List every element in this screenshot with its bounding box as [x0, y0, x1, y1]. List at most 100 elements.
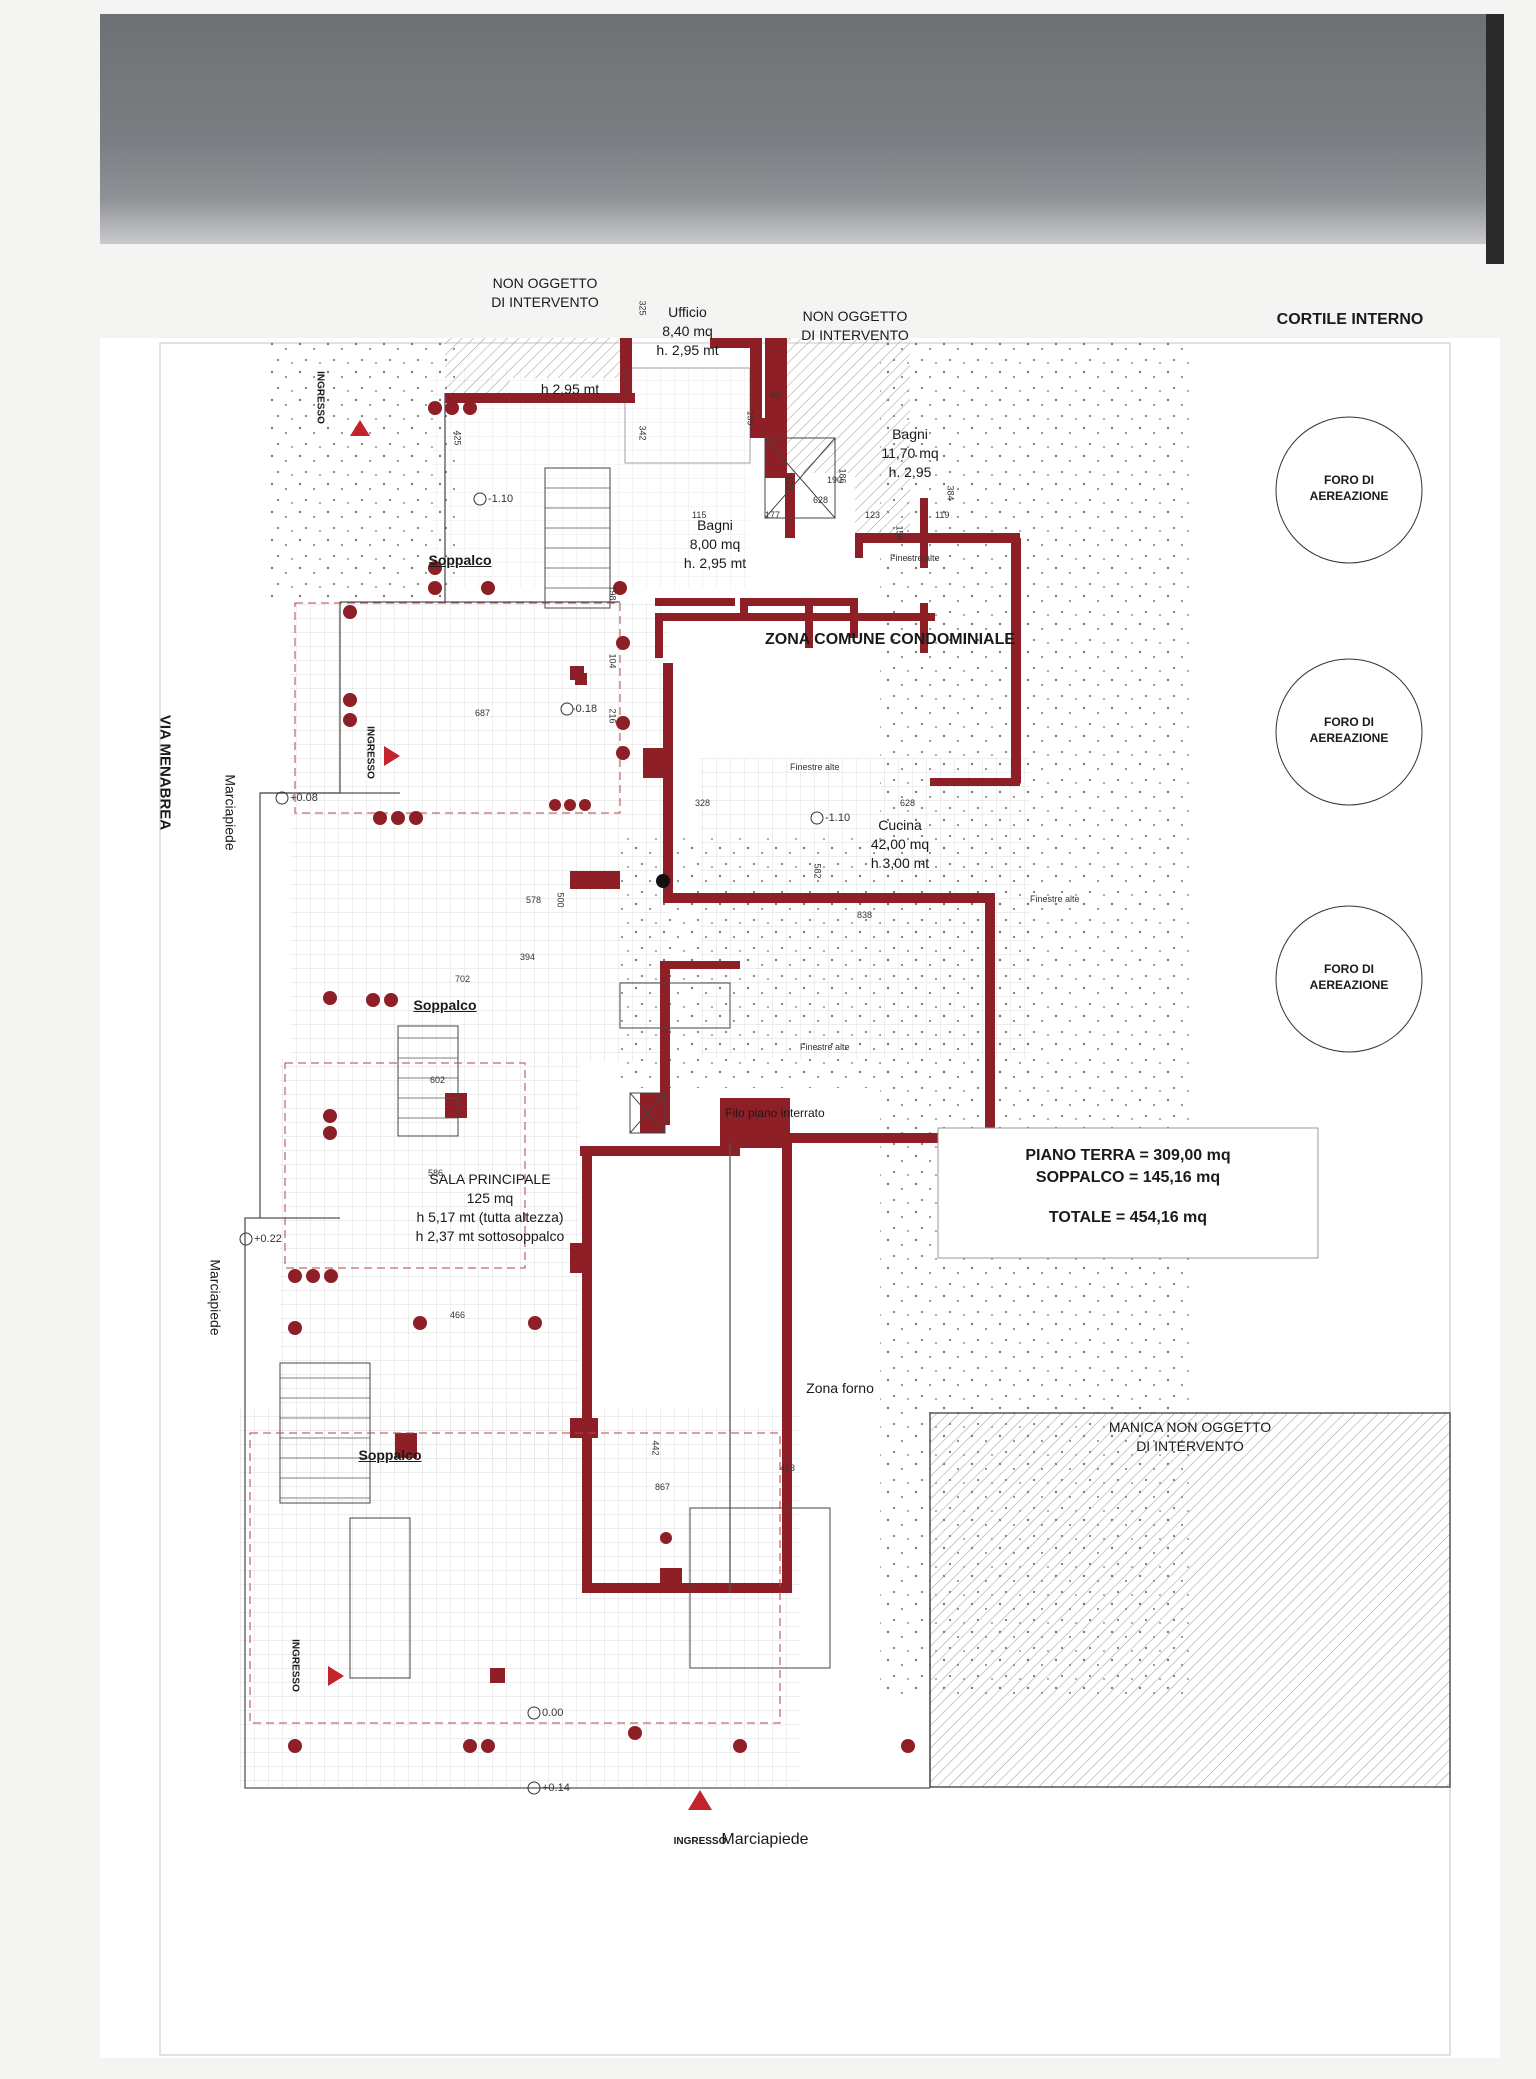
sala-principale-label: SALA PRINCIPALE 125 mq h 5,17 mt (tutta … — [415, 1171, 565, 1244]
soppalco-label-2: Soppalco — [413, 997, 477, 1013]
dimension-label: 628 — [813, 495, 829, 505]
dimension-label: 466 — [450, 1310, 466, 1320]
finestre-label-1: Finestre alte — [890, 553, 940, 563]
dimension-label: 384 — [945, 485, 956, 501]
level-label: -1.10 — [825, 812, 851, 824]
non-oggetto-right — [785, 338, 910, 538]
cortile-interno-label: CORTILE INTERNO — [1276, 311, 1424, 328]
manica-label: MANICA NON OGGETTO DI INTERVENTO — [1108, 1419, 1272, 1454]
dimension-label: 186 — [837, 468, 848, 484]
scan-header-shadow — [100, 14, 1500, 244]
marciapiede-label-3: Marciapiede — [721, 1831, 809, 1848]
dimension-label: 325 — [637, 300, 648, 316]
dimension-label: 190 — [827, 475, 843, 485]
stairs-3 — [619, 982, 731, 1029]
foro-circle-3 — [1275, 905, 1423, 1053]
ufficio-label: Ufficio 8,40 mq h. 2,95 mt — [656, 304, 719, 358]
dimension-label: 122 — [784, 475, 795, 491]
marciapiede-label-2: Marciapiede — [207, 1259, 224, 1336]
dimension-label: 442 — [650, 1440, 661, 1456]
finestre-label-4: Finestre alte — [800, 1042, 850, 1052]
ingresso-triangle-1 — [350, 420, 370, 436]
non-oggetto-label-left: NON OGGETTO DI INTERVENTO — [491, 275, 599, 310]
dimension-label: 394 — [520, 952, 536, 962]
tiled-floor-main — [290, 602, 670, 1062]
lift-shaft — [764, 437, 836, 519]
foro-circle-1 — [1275, 416, 1423, 564]
shaft-2 — [629, 1092, 666, 1134]
dimension-label: 702 — [455, 974, 471, 984]
foro-label-1: FORO DI AEREAZIONE — [1309, 473, 1389, 503]
ingresso-label-3: INGRESSO — [289, 1639, 301, 1692]
dimension-label: 198 — [607, 585, 618, 601]
dimension-label: 177 — [765, 510, 781, 520]
stairs-4 — [349, 1517, 411, 1679]
dimension-label: 602 — [430, 1075, 446, 1085]
dimension-label: 115 — [692, 510, 707, 520]
tiled-floor-bottom — [240, 1408, 800, 1788]
level-label: -1.10 — [488, 493, 514, 505]
summary-totale: TOTALE = 454,16 mq — [1048, 1209, 1208, 1226]
scan-edge — [1486, 14, 1504, 264]
dimension-label: 328 — [695, 798, 711, 808]
columns — [288, 401, 915, 1753]
dimension-label: 159 — [745, 410, 756, 426]
soppalco-outline-1 — [294, 602, 621, 814]
entrance-dots — [270, 338, 455, 598]
dimension-label: 119 — [935, 510, 950, 520]
dimension-label: 463 — [780, 1463, 796, 1473]
dimension-label: 687 — [475, 708, 491, 718]
stairs-2 — [397, 1025, 459, 1137]
finestre-label-3: Finestre alte — [1030, 894, 1080, 904]
h-295-label: h 2,95 mt — [540, 381, 600, 397]
soppalco-label-3: Soppalco — [358, 1447, 422, 1463]
finestre-label-2: Finestre alte — [790, 762, 840, 772]
level-label: +0.14 — [542, 1782, 570, 1794]
forno-box — [689, 1507, 831, 1669]
ingresso-label-1: INGRESSO — [314, 371, 326, 424]
foro-circle-2 — [1275, 658, 1423, 806]
dimension-label: 123 — [865, 510, 881, 520]
ingresso-label-4: INGRESSO — [673, 1836, 727, 1847]
summary-soppalco: SOPPALCO = 145,16 mq — [1035, 1169, 1221, 1186]
dimension-label: 156 — [894, 525, 905, 541]
zona-comune-label: ZONA COMUNE CONDOMINIALE — [764, 631, 1016, 648]
dimension-label: 582 — [812, 863, 823, 879]
level-label: 0.00 — [542, 1707, 564, 1719]
ingresso-label-2: INGRESSO — [364, 726, 376, 779]
tiled-floor-top — [430, 368, 750, 588]
summary-piano-terra: PIANO TERRA = 309,00 mq — [1025, 1147, 1231, 1164]
via-menabrea-label: VIA MENABREA — [156, 714, 174, 831]
soppalco-outline-3 — [249, 1432, 781, 1724]
level-label: +0.22 — [254, 1233, 282, 1245]
tiled-floor-cucina — [700, 758, 1030, 1058]
ingresso-triangle-2 — [384, 746, 400, 766]
dimension-label: 65 — [770, 390, 781, 400]
dimension-label: 586 — [428, 1168, 444, 1178]
dimension-label: 628 — [900, 798, 916, 808]
soppalco-label-1: Soppalco — [428, 552, 492, 568]
dimension-label: 578 — [526, 895, 542, 905]
dimension-label: 500 — [555, 892, 566, 908]
level-label: -0.18 — [572, 703, 598, 715]
walls — [395, 338, 1021, 1683]
bagni-label-1: Bagni 11,70 mq h. 2,95 — [881, 426, 939, 480]
floor-plan — [159, 338, 1451, 2056]
dimension-label: 867 — [655, 1482, 671, 1492]
ufficio-box — [624, 367, 751, 464]
zona-forno-label: Zona forno — [806, 1380, 874, 1396]
dimension-label: 342 — [637, 425, 648, 441]
filo-piano-label: Filo piano interrato — [725, 1106, 825, 1120]
marciapiede-label-1: Marciapiede — [222, 774, 239, 851]
foro-label-3: FORO DI AEREAZIONE — [1309, 962, 1389, 992]
ingresso-triangle-3 — [328, 1666, 344, 1686]
dimension-label: 838 — [857, 910, 873, 920]
foro-label-2: FORO DI AEREAZIONE — [1309, 715, 1389, 745]
dimension-label: 425 — [452, 430, 463, 446]
manica-hatch — [930, 1413, 1450, 1787]
drawing-sheet: NON OGGETTO DI INTERVENTO Ufficio 8,40 m… — [100, 275, 1500, 2058]
level-label: +0.08 — [290, 792, 318, 804]
soppalco-outline-2 — [284, 1062, 526, 1269]
bagni-label-2: Bagni 8,00 mq h. 2,95 mt — [683, 517, 747, 571]
stairs-1 — [544, 467, 611, 609]
